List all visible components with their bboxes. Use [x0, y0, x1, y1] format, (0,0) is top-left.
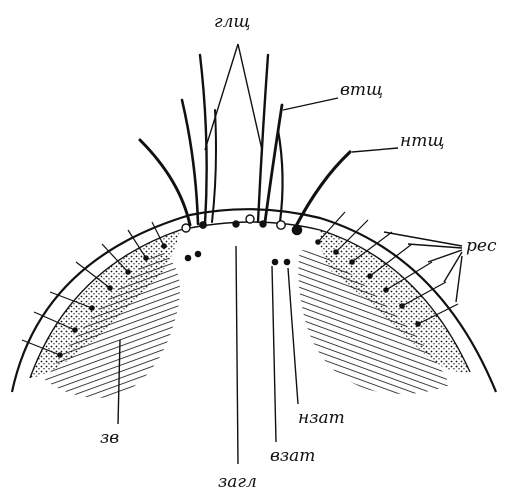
label-glsch: глщ: [214, 14, 250, 31]
label-vtsch: втщ: [340, 82, 383, 99]
bristle-right-4: [295, 152, 350, 228]
bristle-left-1: [140, 140, 190, 225]
label-zagl: загл: [218, 474, 257, 491]
bristle-right-3: [278, 130, 283, 222]
label-ntsch: нтщ: [400, 133, 444, 150]
label-zv: зв: [100, 430, 119, 447]
large-bristles: [140, 55, 350, 228]
label-vzat: взат: [270, 448, 315, 465]
bristle-right-2: [265, 105, 282, 222]
label-nzat: нзат: [298, 410, 345, 427]
label-res: рес: [466, 238, 496, 255]
bristle-left-3: [200, 55, 207, 224]
